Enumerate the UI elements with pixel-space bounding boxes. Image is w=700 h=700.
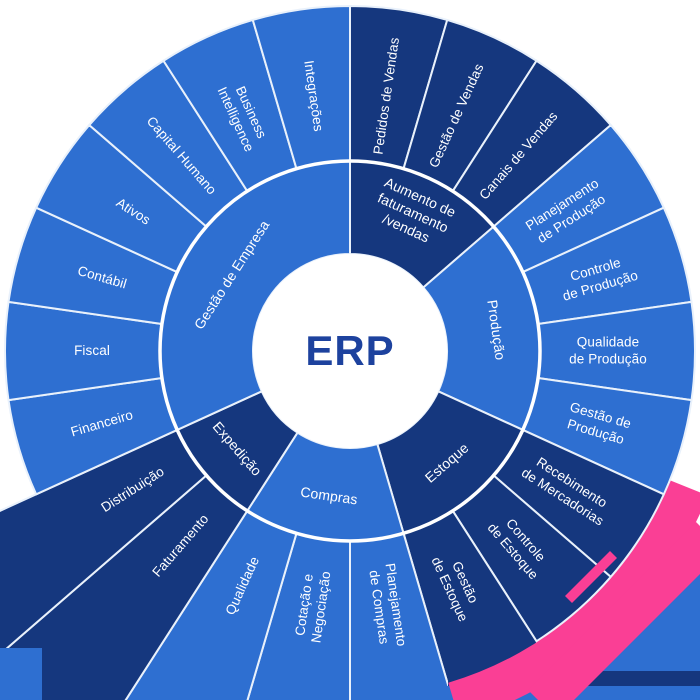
glitch-pink-wide-stripe (528, 522, 700, 700)
center-hub (253, 254, 447, 448)
glitch-pink-thin-stripe (565, 551, 617, 603)
glitch-left-patch (0, 648, 42, 700)
center-label: ERP (305, 327, 395, 374)
ring-separator (158, 159, 542, 543)
